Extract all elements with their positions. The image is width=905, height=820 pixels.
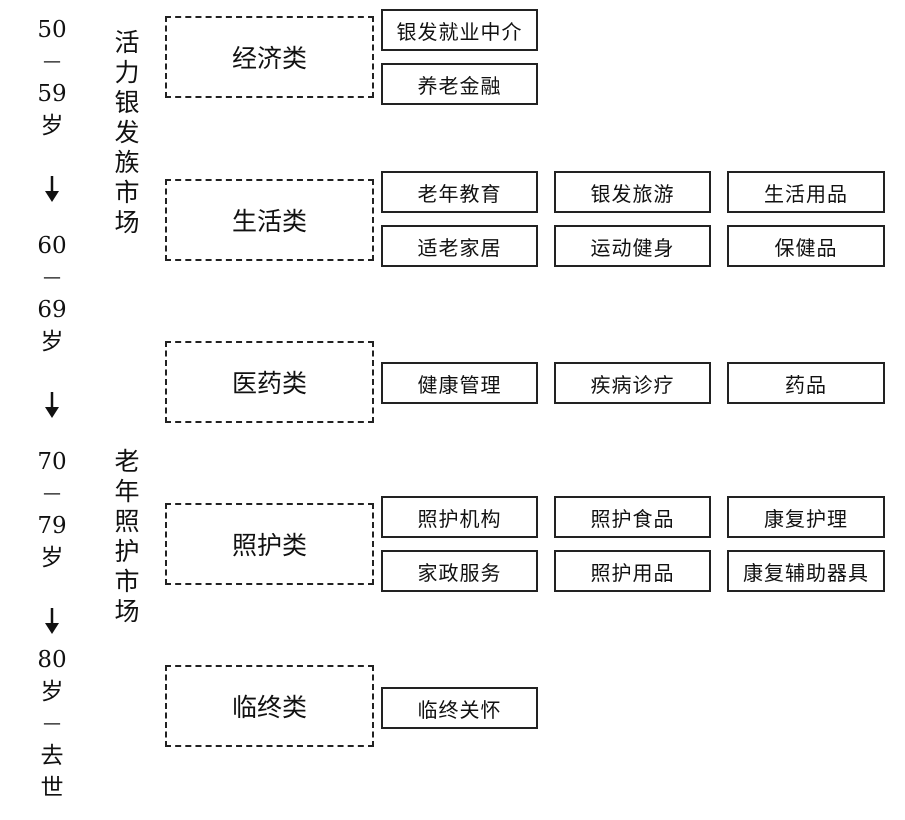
age-group-70-79: 70 — 79 岁 [36,446,68,574]
age-text: 去 [40,743,64,769]
age-text: 69 [37,297,67,323]
age-text: — [43,267,61,288]
item-fitness: 运动健身 [554,225,711,267]
market-char: 发 [114,118,140,147]
market-char: 银 [114,88,140,117]
market-char: 场 [114,597,140,626]
category-care: 照护类 [165,503,374,585]
market-char: 力 [114,58,140,87]
category-economy: 经济类 [165,16,374,98]
item-pension-finance: 养老金融 [381,63,538,105]
age-text: 岁 [40,545,64,571]
age-text: — [43,483,61,504]
age-group-80-plus: 80 岁 — 去 世 [36,644,68,804]
item-age-friendly-home: 适老家居 [381,225,538,267]
market-char: 族 [114,148,140,177]
market-char: 护 [114,537,140,566]
age-text: — [43,51,61,72]
item-rehab-nursing: 康复护理 [727,496,885,538]
item-care-supplies: 照护用品 [554,550,711,592]
item-care-institution: 照护机构 [381,496,538,538]
item-drugs: 药品 [727,362,885,404]
category-medicine: 医药类 [165,341,374,423]
age-text: 岁 [40,329,64,355]
item-silver-employment: 银发就业中介 [381,9,538,51]
market-char: 市 [114,567,140,596]
item-health-products: 保健品 [727,225,885,267]
item-silver-tourism: 银发旅游 [554,171,711,213]
market-label-active-silver: 活 力 银 发 族 市 场 [110,28,144,238]
item-health-management: 健康管理 [381,362,538,404]
item-diagnosis-treatment: 疾病诊疗 [554,362,711,404]
item-elderly-education: 老年教育 [381,171,538,213]
age-group-50-59: 50 — 59 岁 [36,14,68,142]
item-care-food: 照护食品 [554,496,711,538]
market-char: 市 [114,178,140,207]
age-text: 岁 [40,679,64,705]
market-label-elderly-care: 老 年 照 护 市 场 [110,447,144,627]
category-end-of-life: 临终类 [165,665,374,747]
age-text: — [43,713,61,734]
age-text: 岁 [40,113,64,139]
age-text: 59 [37,81,67,107]
age-text: 80 [37,647,67,673]
market-char: 年 [114,477,140,506]
down-arrow-icon [45,392,59,418]
age-group-60-69: 60 — 69 岁 [36,230,68,358]
category-life: 生活类 [165,179,374,261]
item-daily-goods: 生活用品 [727,171,885,213]
market-char: 场 [114,208,140,237]
age-text: 70 [37,449,67,475]
item-housekeeping: 家政服务 [381,550,538,592]
market-char: 老 [114,447,140,476]
age-text: 79 [37,513,67,539]
down-arrow-icon [45,608,59,634]
age-text: 50 [37,17,67,43]
age-text: 60 [37,233,67,259]
age-text: 世 [40,775,64,801]
market-char: 活 [114,28,140,57]
market-char: 照 [114,507,140,536]
down-arrow-icon [45,176,59,202]
item-rehab-aids: 康复辅助器具 [727,550,885,592]
item-hospice-care: 临终关怀 [381,687,538,729]
